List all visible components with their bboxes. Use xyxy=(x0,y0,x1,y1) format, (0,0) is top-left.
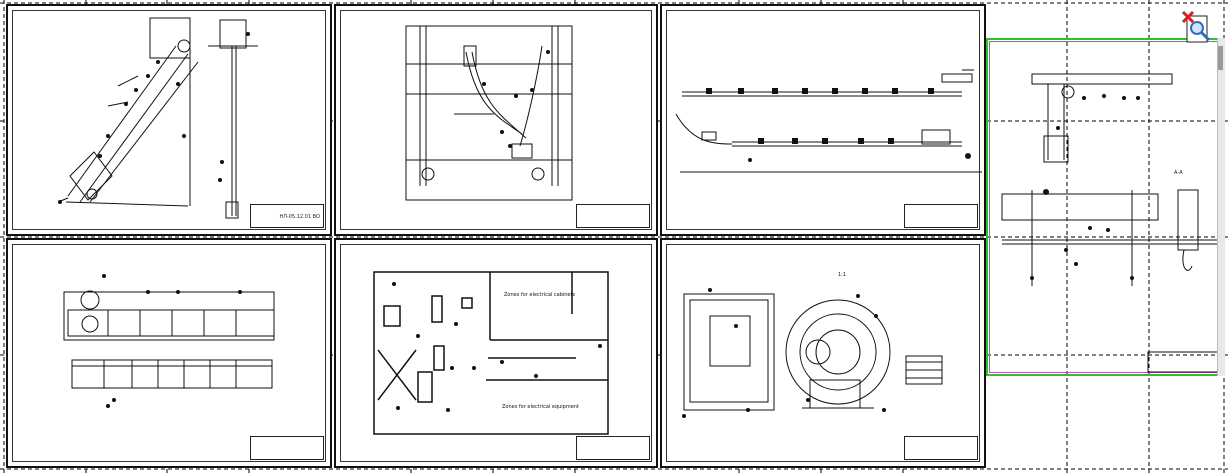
sheet-frame xyxy=(340,244,652,462)
title-block xyxy=(904,436,978,460)
drawing-sheet-1[interactable]: НЛ-05.12.01 ВО xyxy=(6,4,332,236)
close-x-icon xyxy=(1181,10,1195,24)
title-block xyxy=(576,204,650,228)
title-block xyxy=(250,204,324,228)
title-block xyxy=(576,436,650,460)
sheet-frame xyxy=(666,10,980,230)
zoom-selection-button[interactable] xyxy=(1181,10,1215,46)
note-zones-cabinets: Zones for electrical cabinets xyxy=(504,292,575,298)
drawing-sheet-4[interactable] xyxy=(6,238,332,468)
section-label: 1:1 xyxy=(838,272,846,278)
drawing-sheet-5[interactable]: Zones for electrical cabinets Zones for … xyxy=(334,238,658,468)
hoist-assembly-drawing: А-А xyxy=(1001,73,1219,373)
drawing-sheet-2[interactable] xyxy=(334,4,658,236)
inclined-conveyor-drawing xyxy=(57,17,258,219)
conveyor-line-drawing xyxy=(675,69,982,173)
sheet-frame xyxy=(666,244,980,462)
vertical-scrollbar[interactable] xyxy=(1217,38,1225,376)
section-label: А-А xyxy=(1174,170,1183,176)
scrollbar-thumb[interactable] xyxy=(1218,46,1223,70)
sheet-frame xyxy=(12,244,326,462)
sheet-frame xyxy=(12,10,326,230)
document-magnifier-icon xyxy=(1181,10,1211,43)
title-block-label: НЛ-05.12.01 ВО xyxy=(279,214,320,220)
title-block xyxy=(250,436,324,460)
sheet-frame xyxy=(340,10,652,230)
note-zones-equipment: Zones for electrical equipment xyxy=(502,404,579,410)
drawing-sheet-3[interactable] xyxy=(660,4,986,236)
machine-frame-drawing xyxy=(405,25,573,201)
floor-plan-drawing: Zones for electrical cabinets Zones for … xyxy=(373,271,609,435)
title-block xyxy=(904,204,978,228)
conveyor-plan-drawing xyxy=(63,274,275,408)
selected-drawing-sheet[interactable]: А-А xyxy=(986,38,1224,376)
drum-assembly-drawing: 1:1 xyxy=(682,272,943,418)
drawing-sheet-6[interactable]: 1:1 xyxy=(660,238,986,468)
